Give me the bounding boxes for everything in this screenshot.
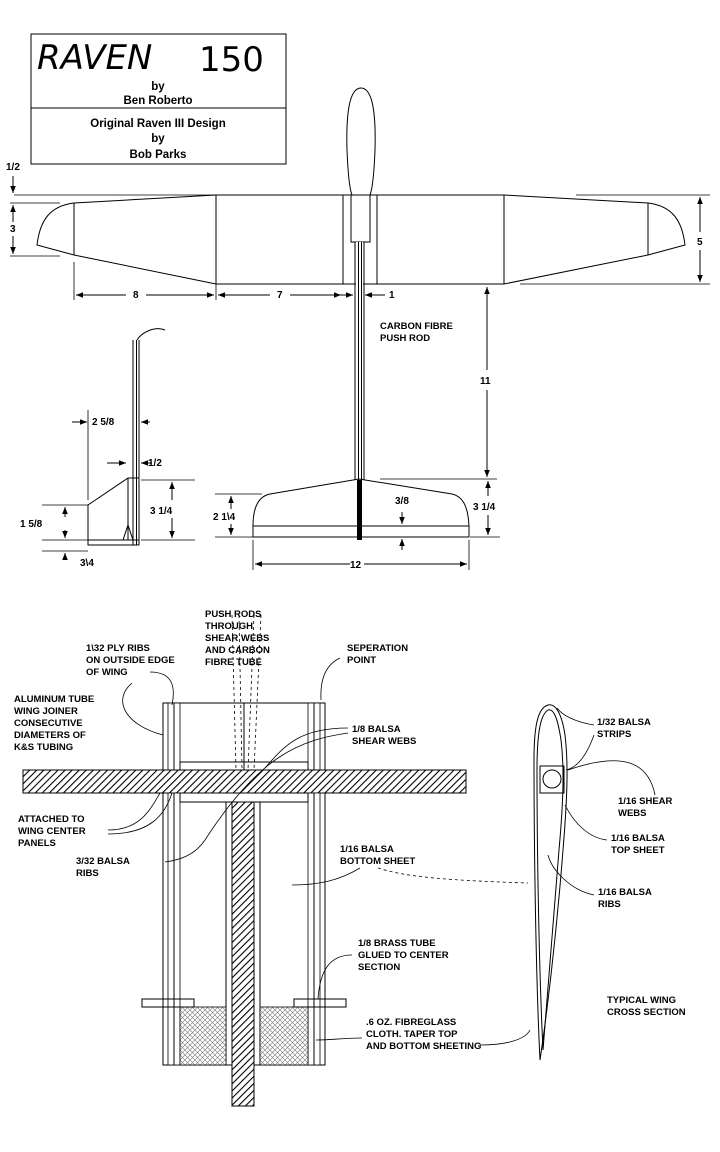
attached-label-3: PANELS [18, 838, 56, 849]
strips-label-2: STRIPS [597, 729, 631, 740]
dim-fin-three4: 3\4 [80, 558, 94, 569]
title-by: by [151, 81, 165, 93]
fin-dimensions: 2 5/8 1/2 3 1/4 1 5/8 3\4 [20, 410, 195, 569]
brass-tube-label-3: SECTION [358, 962, 400, 973]
stabilizer-dimensions: 2 1\4 3 1/4 3/8 12 [213, 481, 500, 571]
ribs-label-1: 1/16 BALSA [598, 887, 652, 898]
dim-eleven: 11 [480, 376, 491, 387]
typical-label-2: CROSS SECTION [607, 1007, 686, 1018]
shear-label-1: 1/16 SHEAR [618, 796, 673, 807]
shear-label-2: WEBS [618, 808, 647, 819]
top-sheet-label-2: TOP SHEET [611, 845, 665, 856]
attached-label-1: ATTACHED TO [18, 814, 85, 825]
title-by-2: by [151, 133, 165, 145]
push-rods-label-3: SHEAR WEBS [205, 633, 269, 644]
wing-joiner-detail [22, 614, 467, 1107]
planview-dimensions: 1/2 3 5 8 7 1 CARBON FIBRE PUSH ROD 11 [6, 162, 710, 480]
separation-label-2: POINT [347, 655, 376, 666]
fin-side-view [87, 328, 166, 546]
dim-fin-three14: 3 1/4 [150, 506, 173, 517]
push-rods-label-2: THROUGH [205, 621, 253, 632]
balsa-ribs-label-2: RIBS [76, 868, 99, 879]
fibreglass-label-3: AND BOTTOM SHEETING [366, 1041, 481, 1052]
pushrod-label-1: CARBON FIBRE [380, 321, 453, 332]
cross-section-labels: 1/32 BALSA STRIPS 1/16 SHEAR WEBS 1/16 B… [547, 707, 686, 1018]
shear-webs-label-1: 1/8 BALSA [352, 724, 401, 735]
fuselage-top-view [346, 87, 376, 540]
wing-plan-view [36, 194, 686, 285]
wing-joiner-labels: PUSH RODS THROUGH SHEAR WEBS AND CARBON … [14, 609, 531, 1052]
dim-stab-depth: 3/8 [395, 496, 409, 507]
ribs-label-2: RIBS [598, 899, 621, 910]
aluminum-label-1: ALUMINUM TUBE [14, 694, 94, 705]
bottom-sheet-label-1: 1/16 BALSA [340, 844, 394, 855]
title-name: RAVEN [37, 38, 152, 78]
brass-tube-label-1: 1/8 BRASS TUBE [358, 938, 436, 949]
aluminum-label-2: WING JOINER [14, 706, 78, 717]
push-rods-label-5: FIBRE TUBE [205, 657, 262, 668]
dim-fin-one58: 1 5/8 [20, 519, 43, 530]
dim-stab-root: 2 1\4 [213, 512, 236, 523]
dim-fin-two58: 2 5/8 [92, 417, 115, 428]
pushrod-label-2: PUSH ROD [380, 333, 430, 344]
title-number: 150 [199, 40, 264, 80]
push-rods-label-1: PUSH RODS [205, 609, 261, 620]
dim-fin-half: 1/2 [148, 458, 162, 469]
wing-cross-section [533, 704, 568, 1061]
balsa-ribs-label-1: 3/32 BALSA [76, 856, 130, 867]
fibreglass-label-1: .6 OZ. FIBREGLASS [366, 1017, 456, 1028]
dim-half-inch: 1/2 [6, 162, 20, 173]
stabilizer-plan-view [252, 478, 470, 538]
title-original-author: Bob Parks [130, 149, 187, 161]
title-original: Original Raven III Design [90, 118, 225, 130]
dim-one: 1 [389, 290, 395, 301]
ply-ribs-label-1: 1\32 PLY RIBS [86, 643, 150, 654]
dim-three: 3 [10, 224, 16, 235]
shear-webs-label-2: SHEAR WEBS [352, 736, 416, 747]
title-block: RAVEN 150 by Ben Roberto Original Raven … [30, 33, 287, 165]
aluminum-label-5: K&S TUBING [14, 742, 73, 753]
ply-ribs-label-3: OF WING [86, 667, 128, 678]
dim-five: 5 [697, 237, 703, 248]
push-rods-label-4: AND CARBON [205, 645, 270, 656]
dim-eight: 8 [133, 290, 139, 301]
bottom-sheet-label-2: BOTTOM SHEET [340, 856, 415, 867]
dim-twelve: 12 [350, 560, 362, 571]
dim-seven: 7 [277, 290, 283, 301]
dim-stab-tip: 3 1/4 [473, 502, 496, 513]
ply-ribs-label-2: ON OUTSIDE EDGE [86, 655, 175, 666]
typical-label-1: TYPICAL WING [607, 995, 676, 1006]
separation-label-1: SEPERATION [347, 643, 408, 654]
aluminum-label-3: CONSECUTIVE [14, 718, 83, 729]
brass-tube-label-2: GLUED TO CENTER [358, 950, 449, 961]
strips-label-1: 1/32 BALSA [597, 717, 651, 728]
top-sheet-label-1: 1/16 BALSA [611, 833, 665, 844]
fibreglass-label-2: CLOTH. TAPER TOP [366, 1029, 458, 1040]
title-author: Ben Roberto [124, 95, 193, 107]
attached-label-2: WING CENTER [18, 826, 86, 837]
aluminum-label-4: DIAMETERS OF [14, 730, 86, 741]
